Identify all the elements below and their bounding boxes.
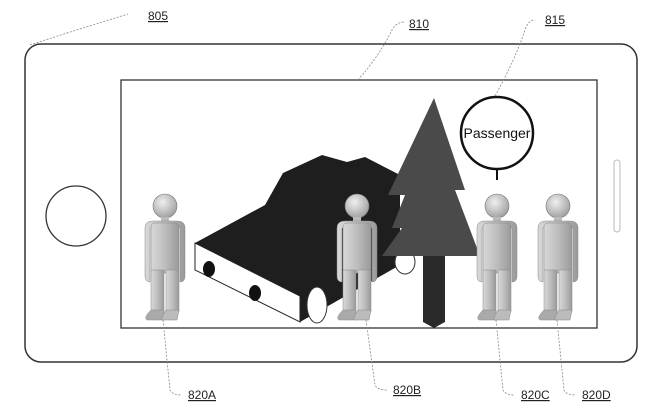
- ref-805: 805: [148, 9, 168, 23]
- ref-810: 810: [409, 17, 429, 31]
- ref-820b: 820B: [393, 383, 421, 397]
- ref-820d: 820D: [582, 388, 611, 402]
- passenger-label-text: Passenger: [464, 125, 531, 141]
- speaker-slot: [613, 159, 621, 233]
- tree-image: [382, 98, 480, 328]
- ref-815: 815: [545, 13, 565, 27]
- home-button[interactable]: [45, 185, 107, 247]
- ref-820a: 820A: [188, 388, 216, 402]
- ref-820c: 820C: [521, 388, 550, 402]
- passenger-label-bubble[interactable]: [459, 95, 535, 171]
